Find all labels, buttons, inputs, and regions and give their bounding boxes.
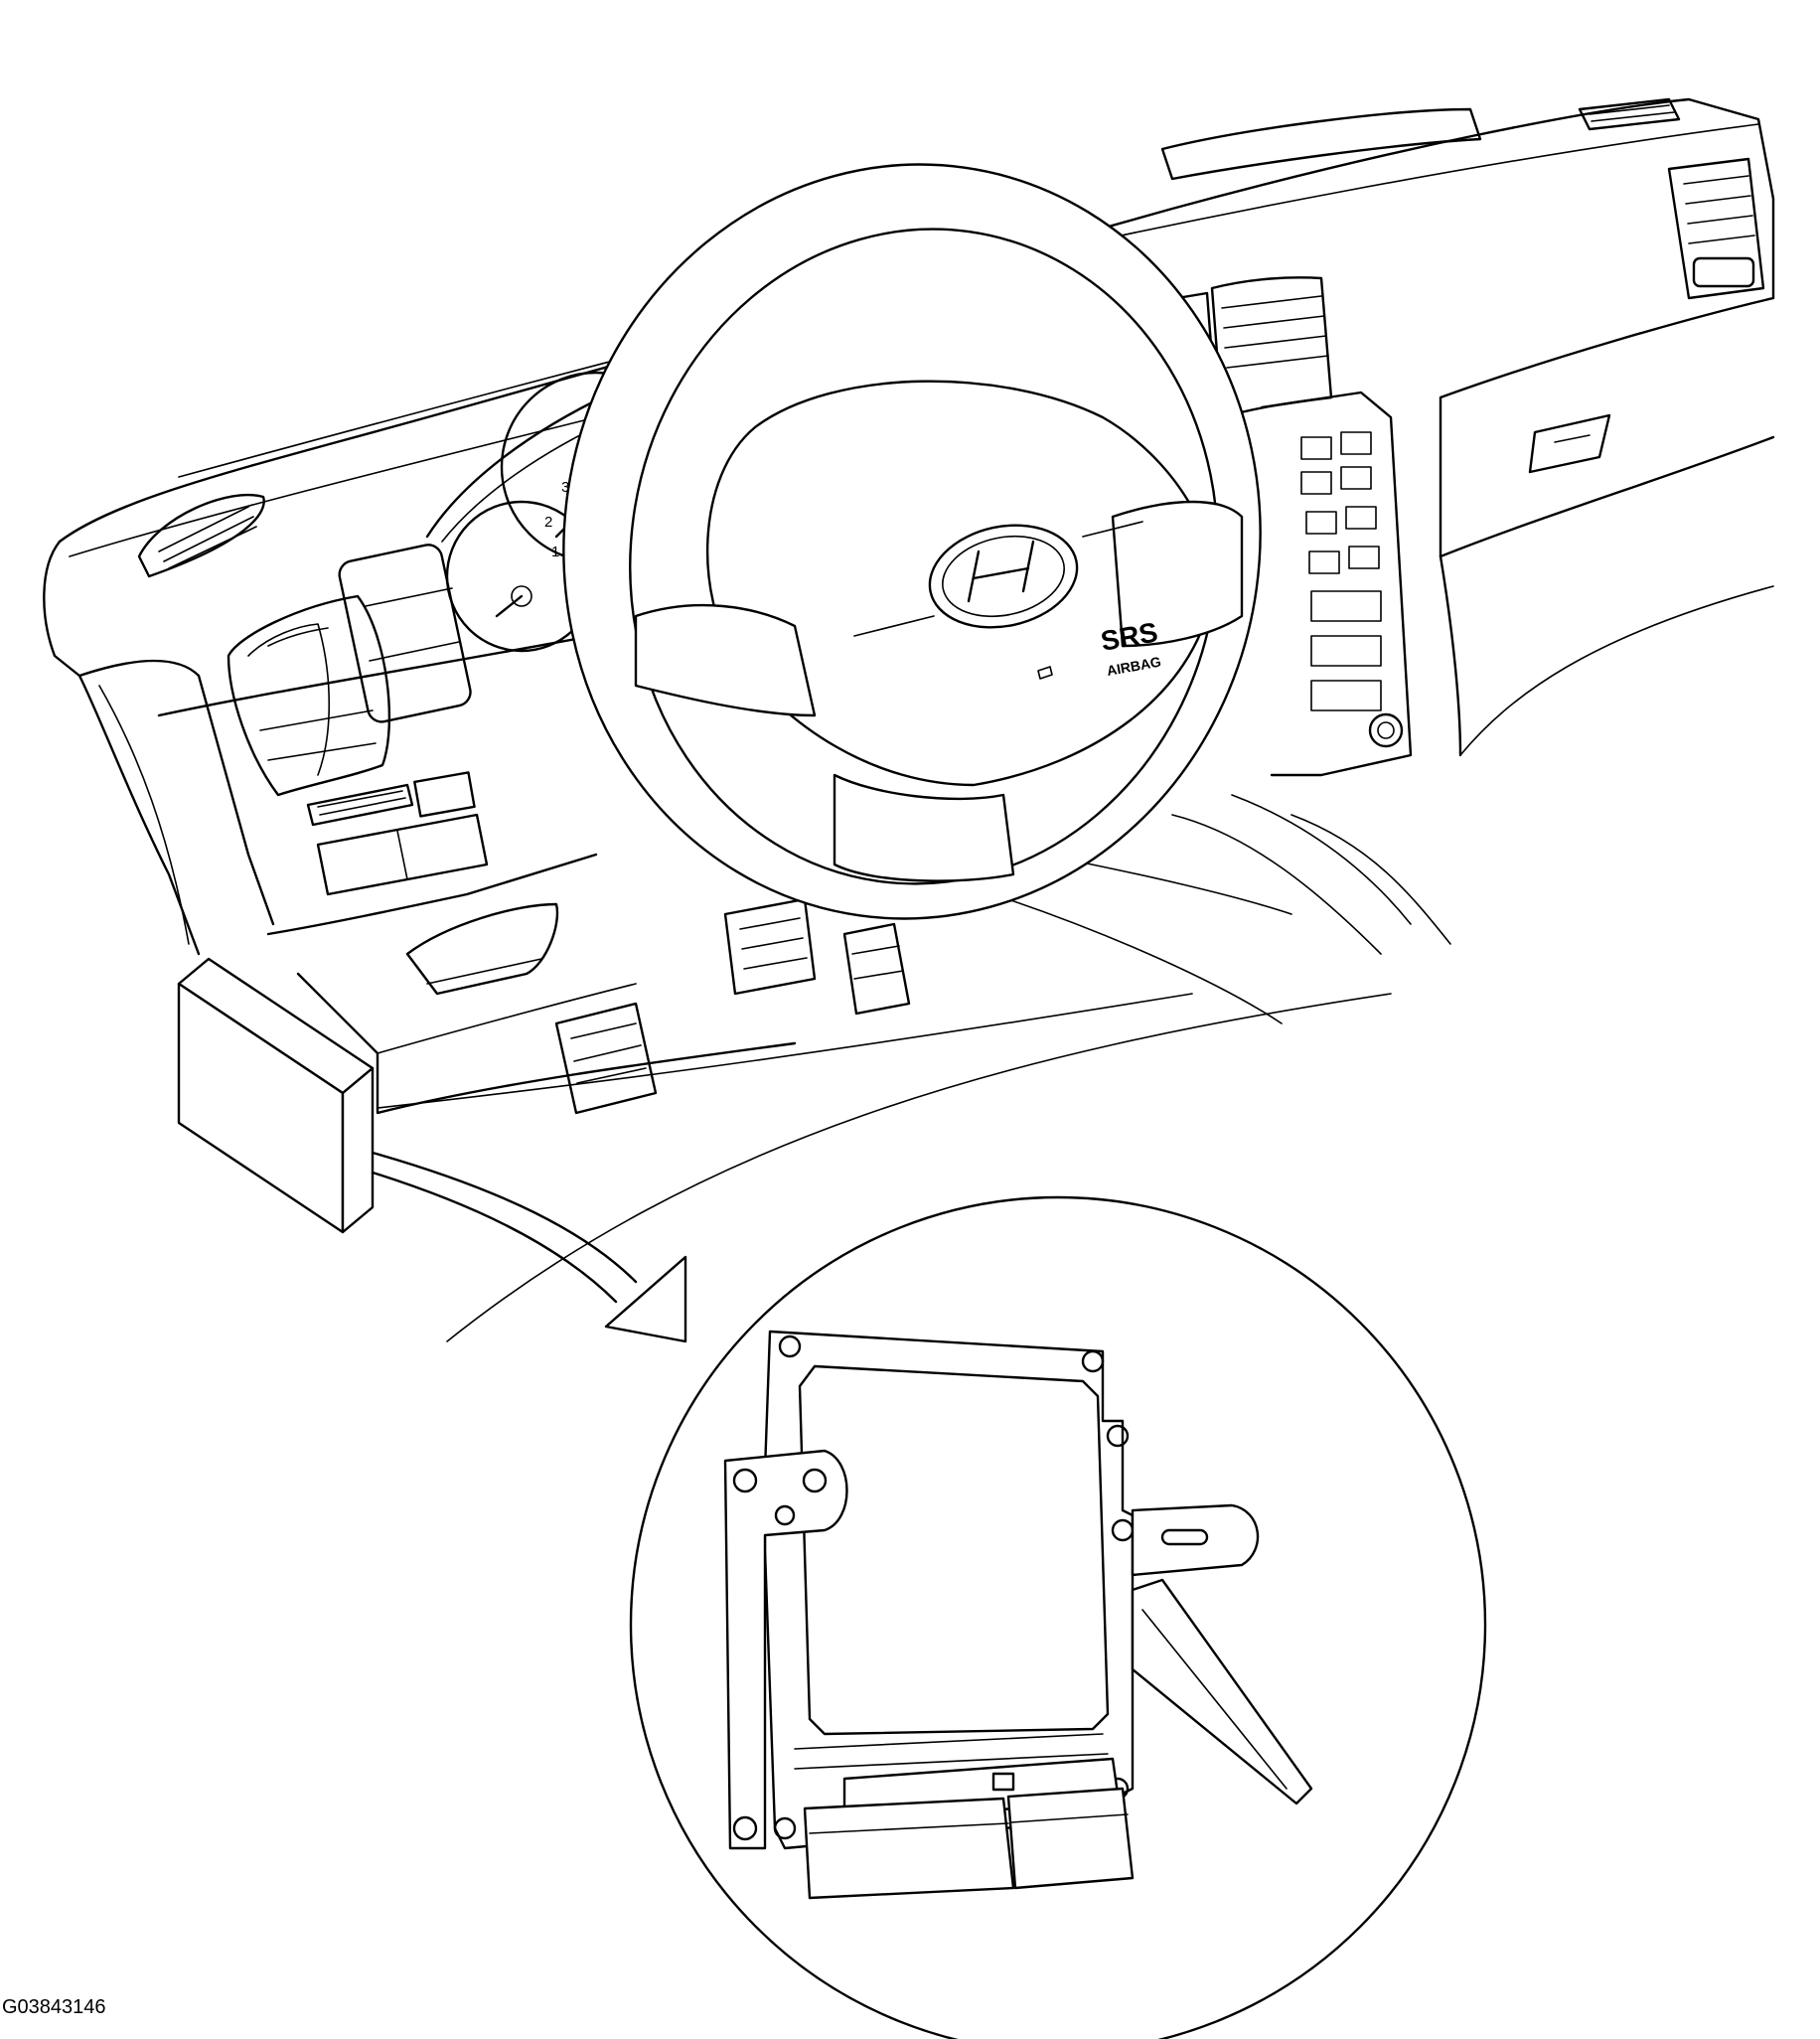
tacho-tick-1: 1 xyxy=(551,544,559,560)
figure-id: G03843146 xyxy=(2,1996,106,2018)
brake-pedal xyxy=(723,897,817,996)
accelerator-pedal xyxy=(842,922,911,1016)
srs-module-location-box xyxy=(177,957,375,1234)
clutch-pedal xyxy=(554,1002,658,1115)
srs-control-module-detail xyxy=(629,1195,1487,2039)
tacho-tick-2: 2 xyxy=(544,514,552,531)
tacho-tick-3: 3 xyxy=(561,479,569,496)
center-stack-buttons xyxy=(1300,431,1382,711)
steering-wheel: SRS AIRBAG xyxy=(562,163,1262,920)
brand-logo xyxy=(928,524,1079,629)
callout-arrow xyxy=(371,1151,687,1343)
horn-icon xyxy=(1037,666,1053,680)
